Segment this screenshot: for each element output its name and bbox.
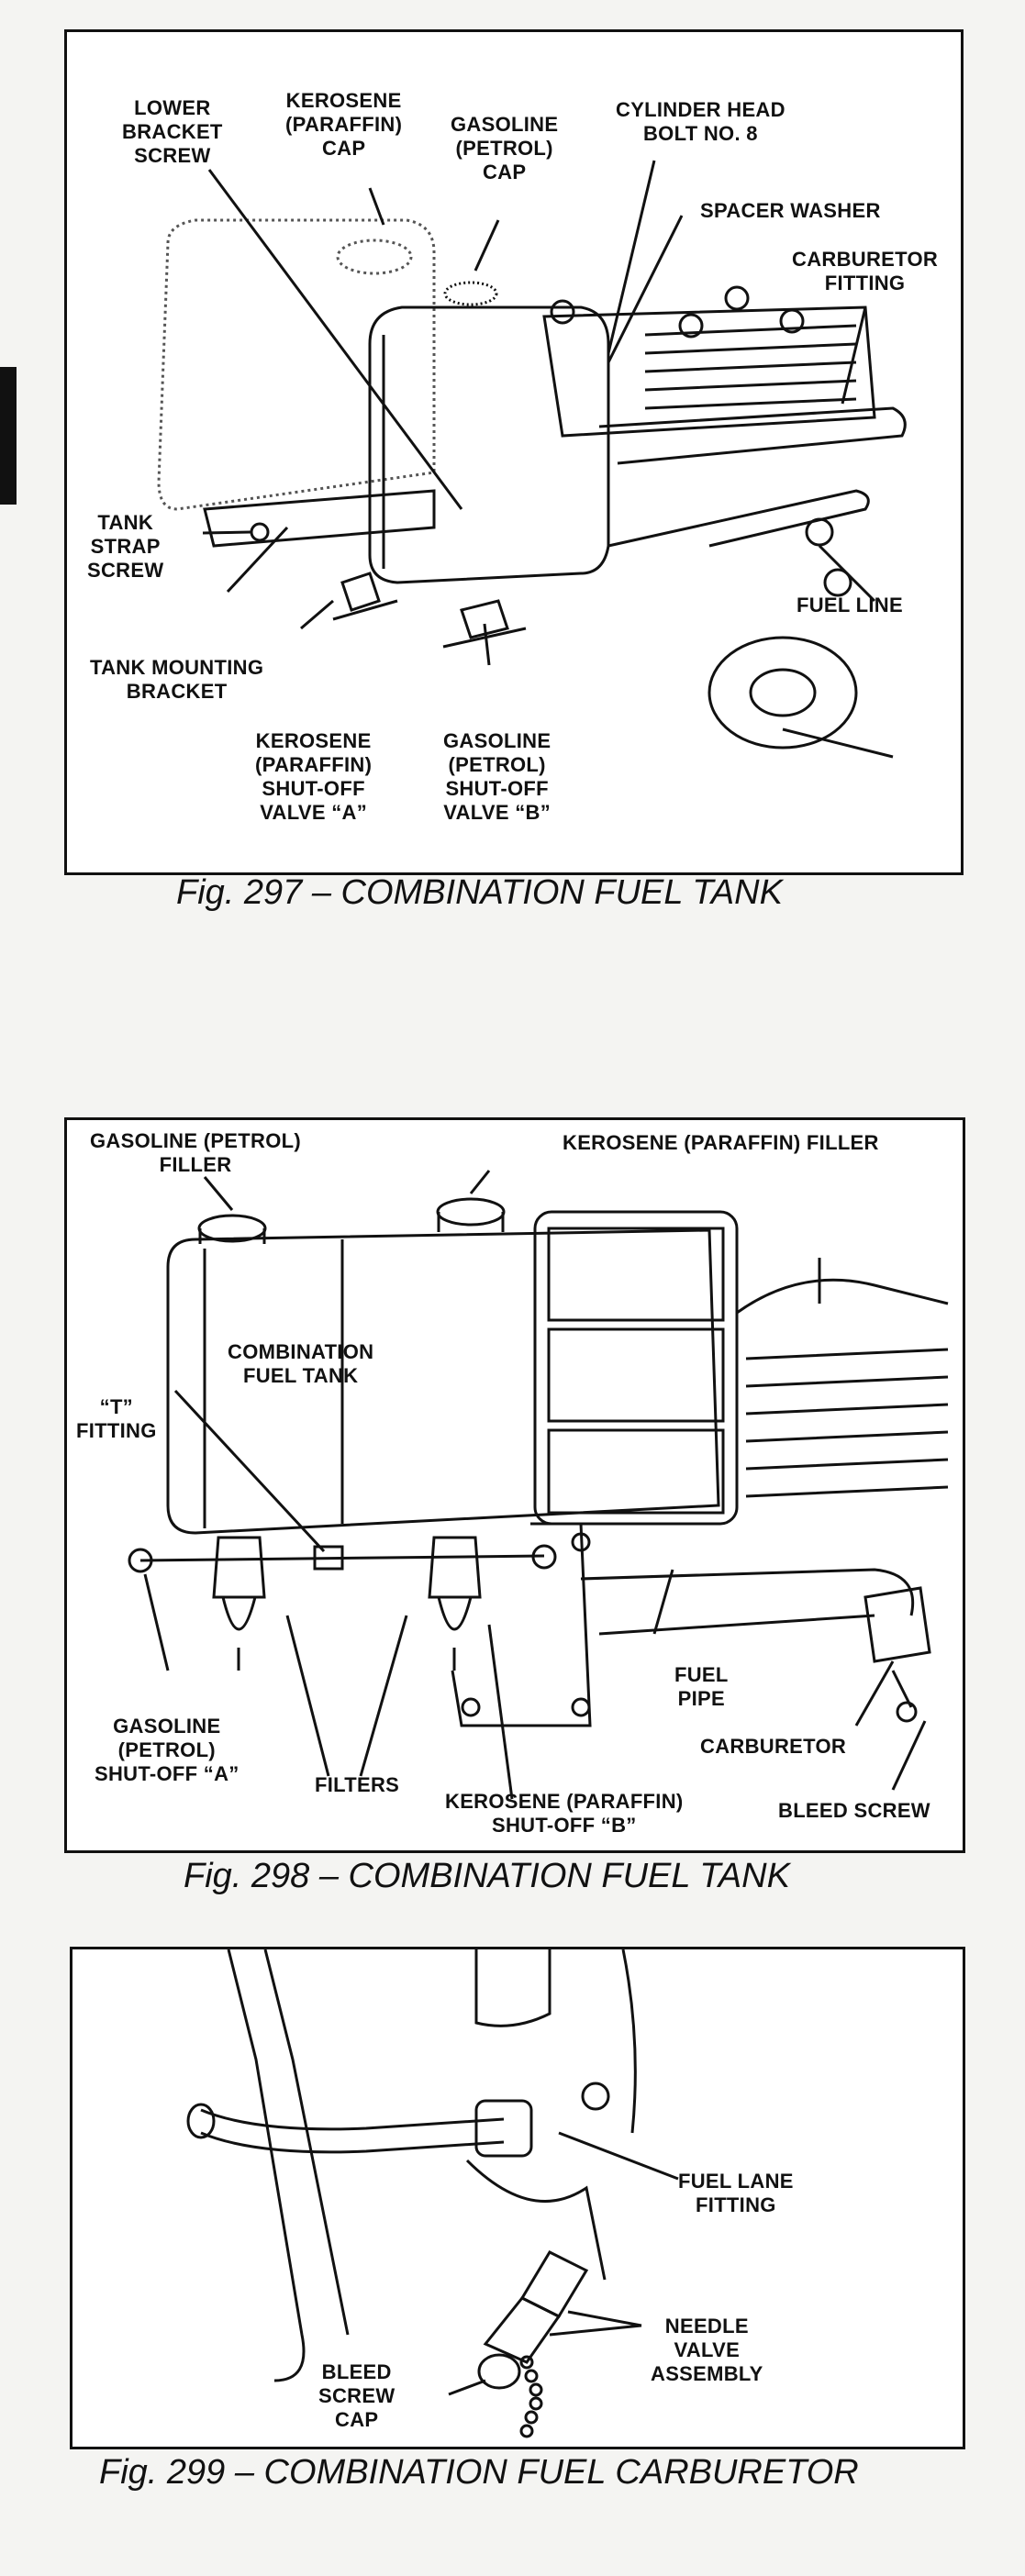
- label-gasoline-valve-b: GASOLINE (PETROL) SHUT-OFF VALVE “B”: [443, 729, 551, 824]
- label-t-fitting: “T” FITTING: [76, 1395, 157, 1442]
- figure-299-illustration: [186, 1949, 679, 2438]
- label-kerosene-valve-a: KEROSENE (PARAFFIN) SHUT-OFF VALVE “A”: [255, 729, 373, 824]
- label-kerosene-filler: KEROSENE (PARAFFIN) FILLER: [563, 1131, 879, 1154]
- label-fuel-line: FUEL LINE: [797, 594, 903, 616]
- label-cylinder-head-bolt: CYLINDER HEAD BOLT NO. 8: [616, 98, 785, 145]
- figure-299-panel: FUEL LANE FITTING NEEDLE VALVE ASSEMBLY …: [70, 1947, 965, 2449]
- label-carburetor: CARBURETOR: [700, 1735, 847, 1758]
- label-bleed-screw: BLEED SCREW: [778, 1799, 930, 1822]
- figure-297-panel: LOWER BRACKET SCREW KEROSENE (PARAFFIN) …: [64, 29, 964, 875]
- label-filters: FILTERS: [315, 1773, 400, 1796]
- figure-298-panel: GASOLINE (PETROL) FILLER KEROSENE (PARAF…: [64, 1117, 965, 1853]
- label-kerosene-cap: KEROSENE (PARAFFIN) CAP: [285, 89, 403, 160]
- figure-297-caption: Fig. 297 – COMBINATION FUEL TANK: [176, 873, 783, 912]
- label-fuel-pipe: FUEL PIPE: [674, 1663, 729, 1710]
- figure-298-caption: Fig. 298 – COMBINATION FUEL TANK: [184, 1857, 790, 1895]
- label-gasoline-shutoff-a: GASOLINE (PETROL) SHUT-OFF “A”: [95, 1715, 240, 1785]
- label-carburetor-fitting: CARBURETOR FITTING: [792, 248, 939, 294]
- label-tank-strap-screw: TANK STRAP SCREW: [87, 511, 164, 582]
- binding-edge: [0, 367, 17, 505]
- label-tank-mounting-bracket: TANK MOUNTING BRACKET: [90, 656, 264, 703]
- label-bleed-screw-cap: BLEED SCREW CAP: [318, 2360, 396, 2431]
- label-spacer-washer: SPACER WASHER: [700, 199, 881, 222]
- figure-298-illustration: [128, 1170, 949, 1800]
- label-fuel-lane-fitting: FUEL LANE FITTING: [678, 2170, 794, 2216]
- label-combination-fuel-tank: COMBINATION FUEL TANK: [228, 1340, 374, 1387]
- label-gasoline-cap: GASOLINE (PETROL) CAP: [451, 113, 559, 183]
- label-needle-valve-assembly: NEEDLE VALVE ASSEMBLY: [651, 2315, 763, 2385]
- figure-299-caption: Fig. 299 – COMBINATION FUEL CARBURETOR: [99, 2453, 859, 2492]
- label-lower-bracket-screw: LOWER BRACKET SCREW: [122, 96, 223, 167]
- label-gasoline-filler: GASOLINE (PETROL) FILLER: [90, 1129, 301, 1176]
- label-kerosene-shutoff-b: KEROSENE (PARAFFIN) SHUT-OFF “B”: [445, 1790, 684, 1837]
- figure-297-illustration: [157, 160, 907, 759]
